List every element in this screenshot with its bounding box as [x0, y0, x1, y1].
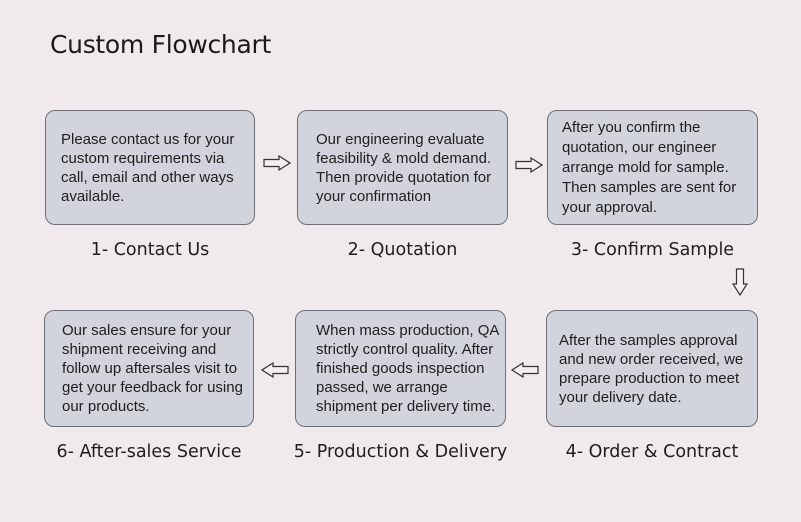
- step-1-box: Please contact us for your custom requir…: [45, 110, 255, 225]
- step-5-box: When mass production, QA strictly contro…: [295, 310, 506, 427]
- step-6-box: Our sales ensure for your shipment recei…: [44, 310, 254, 427]
- step-5-text: When mass production, QA strictly contro…: [316, 322, 499, 415]
- step-3-text: After you confirm the quotation, our eng…: [562, 118, 737, 216]
- step-4-text: After the samples approval and new order…: [559, 331, 744, 406]
- hollow-arrow-right-icon: [263, 155, 291, 171]
- hollow-arrow-right-icon: [515, 157, 543, 173]
- step-3-box: After you confirm the quotation, our eng…: [547, 110, 758, 225]
- step-1-label: 1- Contact Us: [90, 240, 210, 260]
- step-3-label: 3- Confirm Sample: [570, 240, 735, 260]
- hollow-arrow-left-icon: [511, 362, 539, 378]
- step-1-text: Please contact us for your custom requir…: [61, 130, 235, 205]
- step-4-label: 4- Order & Contract: [565, 442, 739, 462]
- step-5-label: 5- Production & Delivery: [293, 442, 508, 462]
- step-2-label: 2- Quotation: [347, 240, 458, 260]
- step-2-text: Our engineering evaluate feasibility & m…: [316, 130, 492, 205]
- hollow-arrow-left-icon: [261, 362, 289, 378]
- hollow-arrow-down-icon: [732, 268, 748, 296]
- step-4-box: After the samples approval and new order…: [546, 310, 758, 427]
- step-6-text: Our sales ensure for your shipment recei…: [62, 322, 243, 415]
- step-2-box: Our engineering evaluate feasibility & m…: [297, 110, 508, 225]
- step-6-label: 6- After-sales Service: [56, 442, 242, 462]
- page-title: Custom Flowchart: [50, 30, 271, 59]
